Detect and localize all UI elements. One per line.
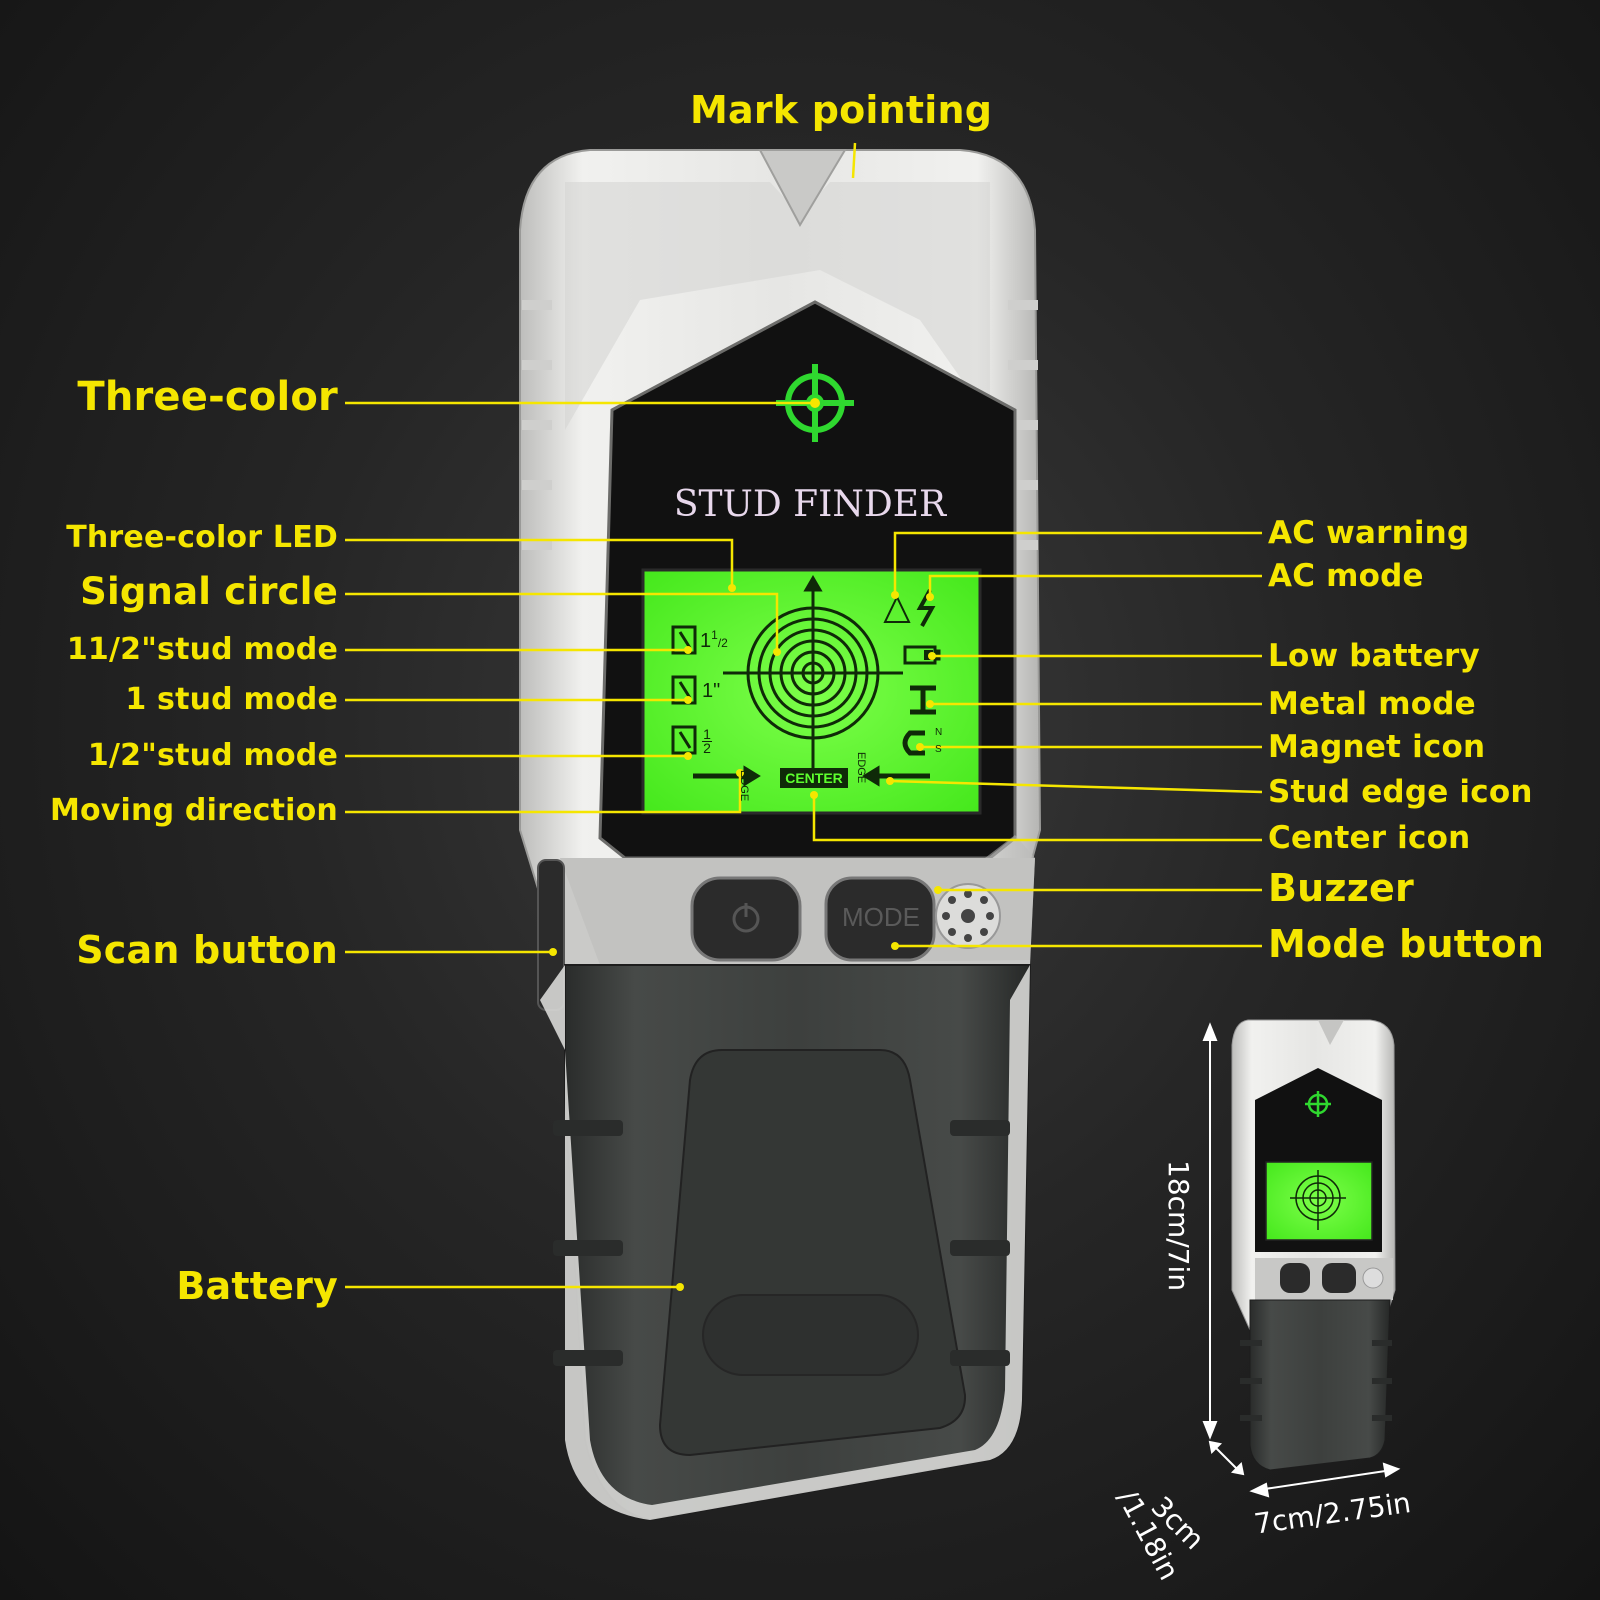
label-ac-mode: AC mode xyxy=(1268,558,1424,594)
mark-pointing-notch xyxy=(758,149,847,228)
buzzer-grille xyxy=(935,883,1001,949)
label-metal-mode: Metal mode xyxy=(1268,686,1476,722)
lcd-edge-right: EDGE xyxy=(855,752,867,784)
lcd-center-label: CENTER xyxy=(785,770,843,786)
label-three-color: Three-color xyxy=(77,374,338,420)
label-ac-warning: AC warning xyxy=(1268,515,1470,551)
label-stud-mode-1: 1 stud mode xyxy=(125,682,338,717)
label-battery: Battery xyxy=(176,1264,338,1308)
lcd-stud-1-5-label: 11/2 xyxy=(700,628,728,652)
label-low-battery: Low battery xyxy=(1268,638,1480,674)
dimension-lines xyxy=(1202,1022,1401,1498)
label-mark-pointing: Mark pointing xyxy=(690,88,993,132)
lcd-magnet-s: S xyxy=(935,744,942,755)
lcd-content xyxy=(671,575,941,787)
label-stud-mode-half: 1/2"stud mode xyxy=(87,738,338,773)
label-stud-mode-1-5: 11/2"stud mode xyxy=(66,632,338,667)
label-moving-direction: Moving direction xyxy=(49,793,338,828)
label-stud-edge-icon: Stud edge icon xyxy=(1268,774,1533,810)
label-three-color-led: Three-color LED xyxy=(66,520,338,555)
leader-dots xyxy=(549,398,942,1291)
lower-grip-slots xyxy=(553,1120,1010,1366)
lcd-edge-left: EDGE xyxy=(738,770,750,802)
brand-title: STUD FINDER xyxy=(673,484,947,525)
lcd-center-badge xyxy=(780,768,848,788)
label-signal-circle: Signal circle xyxy=(80,570,338,613)
small-device xyxy=(1231,1019,1396,1471)
left-grip-ridges xyxy=(522,300,552,550)
label-buzzer: Buzzer xyxy=(1268,866,1414,910)
lcd-magnet-n: N xyxy=(935,727,943,738)
lcd-stud-1-label: 1" xyxy=(702,680,721,702)
stud-finder-device xyxy=(519,149,1042,1522)
leader-lines xyxy=(345,142,1263,1289)
mode-button[interactable] xyxy=(824,876,936,962)
label-magnet-icon: Magnet icon xyxy=(1268,729,1486,765)
right-grip-ridges xyxy=(1008,300,1038,550)
power-button[interactable] xyxy=(690,876,802,962)
label-scan-button: Scan button xyxy=(76,928,338,972)
label-center-icon: Center icon xyxy=(1268,820,1471,856)
dimension-height-label: 18cm/7in xyxy=(1162,1160,1195,1292)
label-mode-button: Mode button xyxy=(1268,922,1545,966)
mode-button-label: MODE xyxy=(842,902,920,932)
